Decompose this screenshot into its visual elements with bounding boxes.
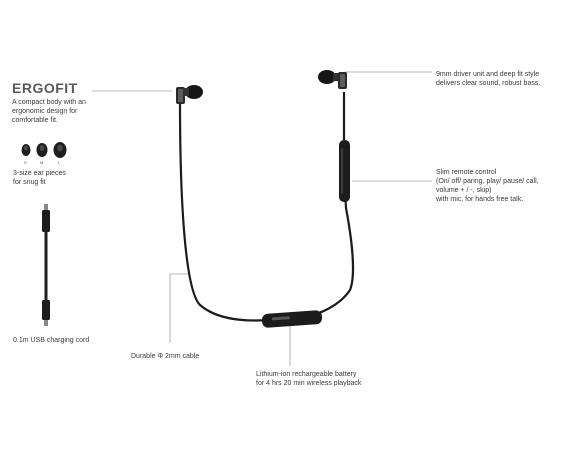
- usb-charging-cord: [42, 204, 50, 326]
- ergofit-description-line2: ergonomic design for: [12, 108, 78, 115]
- ear-pieces-description-line2: for snug fit: [13, 179, 46, 186]
- ergofit-description-line3: comfortable fit.: [12, 117, 58, 124]
- ear-piece-large: [53, 142, 67, 158]
- ear-piece-size-large: L: [58, 160, 61, 165]
- ergofit-description-line1: A compact body with an: [12, 99, 86, 106]
- remote-description-line4: with mic. for hands free talk.: [436, 196, 524, 203]
- ear-piece-size-small: S: [24, 160, 27, 165]
- driver-description-line2: delivers clear sound, robust bass.: [436, 80, 541, 87]
- battery-unit: [261, 310, 323, 328]
- ear-piece-medium: [36, 143, 48, 157]
- cable-label: Durable Φ 2mm cable: [131, 353, 200, 360]
- earphone-cable: [178, 102, 355, 322]
- ergofit-title: ERGOFIT: [12, 80, 78, 96]
- remote-control: [339, 140, 350, 202]
- ear-piece-size-medium: M: [40, 160, 44, 165]
- remote-description-line3: volume + / -, skip): [436, 187, 492, 194]
- cable-leader-line: [169, 273, 190, 343]
- battery-description-line2: for 4 hrs 20 min wireless playback: [256, 380, 362, 387]
- remote-description-line1: Slim remote control: [436, 169, 497, 176]
- remote-description-line2: (On/ off/ paring, play/ pause/ call,: [436, 178, 539, 185]
- ear-piece-small: [21, 144, 31, 156]
- left-earphone: [176, 85, 203, 104]
- right-earphone: [318, 70, 347, 89]
- ear-pieces-description-line1: 3-size ear pieces: [13, 170, 66, 177]
- battery-description-line1: Lithium-ion rechargeable battery: [256, 371, 357, 378]
- driver-description-line1: 9mm driver unit and deep fit style: [436, 71, 540, 78]
- usb-cord-label: 0.1m USB charging cord: [13, 337, 90, 344]
